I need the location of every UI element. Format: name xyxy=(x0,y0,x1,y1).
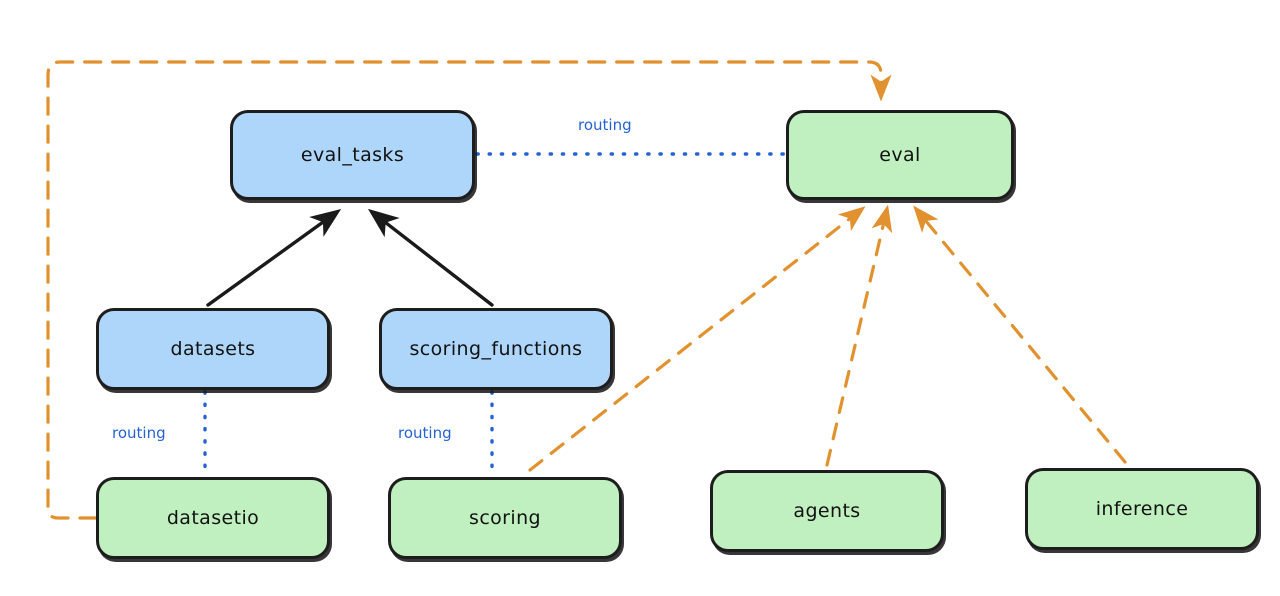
node-datasets[interactable]: datasets xyxy=(96,308,330,390)
edge-label-routing-scoring-functions-scoring: routing xyxy=(398,424,452,442)
node-label-agents: agents xyxy=(793,500,861,522)
node-label-inference: inference xyxy=(1095,498,1189,520)
node-agents[interactable]: agents xyxy=(710,470,944,552)
node-label-datasetio: datasetio xyxy=(166,507,260,529)
node-datasetio[interactable]: datasetio xyxy=(96,477,330,559)
node-label-datasets: datasets xyxy=(170,338,256,360)
edge-scoring_functions-eval_tasks xyxy=(367,208,494,307)
node-scoring-functions[interactable]: scoring_functions xyxy=(379,308,613,390)
node-inference[interactable]: inference xyxy=(1025,468,1259,550)
edge-label-routing-eval-tasks-eval: routing xyxy=(578,116,632,134)
node-scoring[interactable]: scoring xyxy=(388,477,622,559)
node-label-eval: eval xyxy=(879,144,921,166)
edge-label-routing-datasets-datasetio: routing xyxy=(112,424,166,442)
node-label-scoring: scoring xyxy=(469,507,541,529)
node-label-scoring-functions: scoring_functions xyxy=(409,338,583,360)
node-eval-tasks[interactable]: eval_tasks xyxy=(230,110,475,200)
edge-datasetio-eval xyxy=(46,60,892,520)
edge-datasets-eval_tasks xyxy=(206,209,342,307)
edge-agents-eval xyxy=(825,204,893,467)
edge-inference-eval xyxy=(913,205,1127,464)
edge-scoring-eval xyxy=(528,206,866,472)
node-eval[interactable]: eval xyxy=(786,110,1014,200)
node-label-eval-tasks: eval_tasks xyxy=(300,144,405,166)
